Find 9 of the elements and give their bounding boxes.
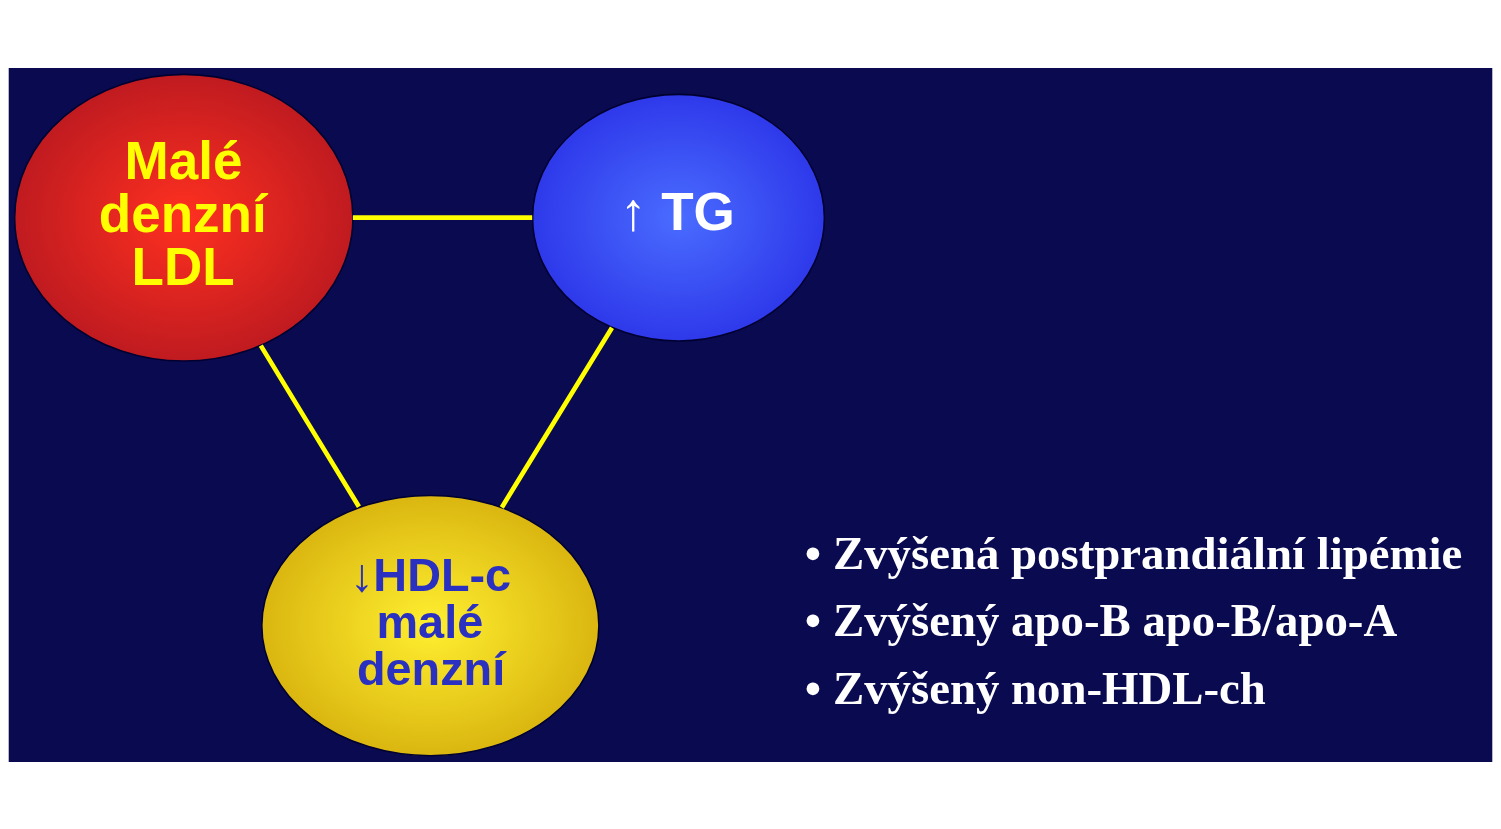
node-ellipse: ↓HDL-c malé denzní [261, 494, 600, 756]
connector [352, 214, 533, 220]
node-ellipse: ↑ TG [531, 93, 826, 342]
label: • Zvýšený apo-B apo-B/apo-A [804, 593, 1398, 646]
connector [499, 326, 614, 509]
connector [258, 343, 361, 508]
node-ellipse: Malé denzní LDL [13, 73, 354, 362]
label: • Zvýšený non-HDL-ch [804, 661, 1266, 714]
label: • Zvýšená postprandiální lipémie [804, 526, 1463, 579]
